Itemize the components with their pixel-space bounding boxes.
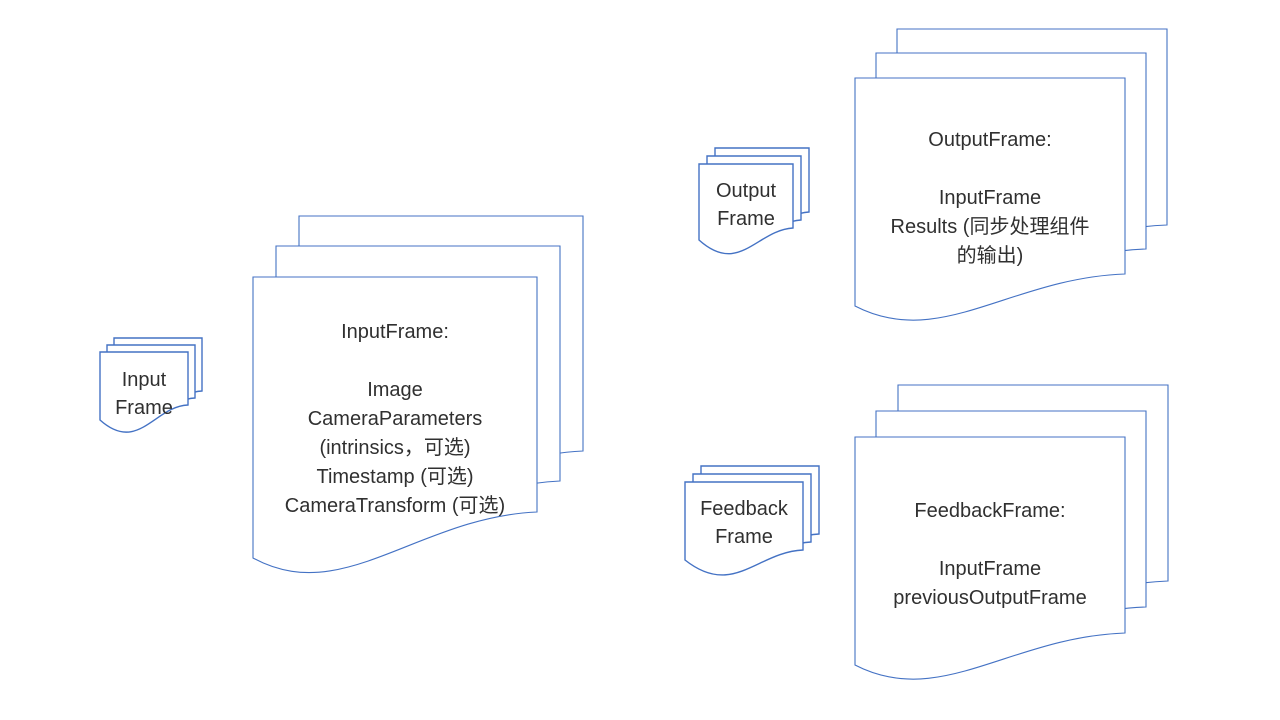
feedback-frame-large-label: FeedbackFrame: InputFrame previousOutput… bbox=[855, 497, 1125, 613]
doc-text-line bbox=[253, 347, 537, 376]
doc-text-line: Frame bbox=[715, 526, 773, 548]
doc-text-line: InputFrame: bbox=[341, 321, 449, 343]
input-frame-large-label: InputFrame: Image CameraParameters (intr… bbox=[253, 318, 537, 521]
doc-text-line bbox=[855, 155, 1125, 184]
output-frame-small-label: Output Frame bbox=[699, 177, 793, 233]
doc-text-line: FeedbackFrame: bbox=[914, 500, 1066, 522]
feedback-frame-small-label: Feedback Frame bbox=[685, 495, 803, 551]
doc-text-line: Frame bbox=[717, 208, 775, 230]
doc-text-line: InputFrame bbox=[938, 558, 1042, 580]
doc-text-line: CameraTransform (可选) bbox=[284, 495, 506, 517]
doc-text-line: InputFrame bbox=[938, 187, 1042, 209]
doc-text-line: OutputFrame: bbox=[928, 129, 1052, 151]
output-frame-large-label: OutputFrame: InputFrame Results (同步处理组件 … bbox=[855, 126, 1125, 271]
doc-text-line: Input bbox=[121, 369, 167, 391]
doc-text-line: 的输出) bbox=[956, 245, 1024, 267]
doc-text-line: Feedback bbox=[700, 498, 788, 520]
doc-text-line bbox=[855, 526, 1125, 555]
doc-text-line: CameraParameters bbox=[307, 408, 483, 430]
doc-text-line: Results (同步处理组件 bbox=[890, 216, 1090, 238]
doc-text-line: Timestamp (可选) bbox=[316, 466, 474, 488]
doc-text-line: previousOutputFrame bbox=[893, 587, 1087, 609]
input-frame-small-label: Input Frame bbox=[100, 366, 188, 422]
doc-text-line: Output bbox=[715, 180, 777, 202]
doc-text-line: Image bbox=[367, 379, 423, 401]
doc-text-line: (intrinsics，可选) bbox=[319, 437, 471, 459]
doc-text-line: Frame bbox=[115, 397, 173, 419]
